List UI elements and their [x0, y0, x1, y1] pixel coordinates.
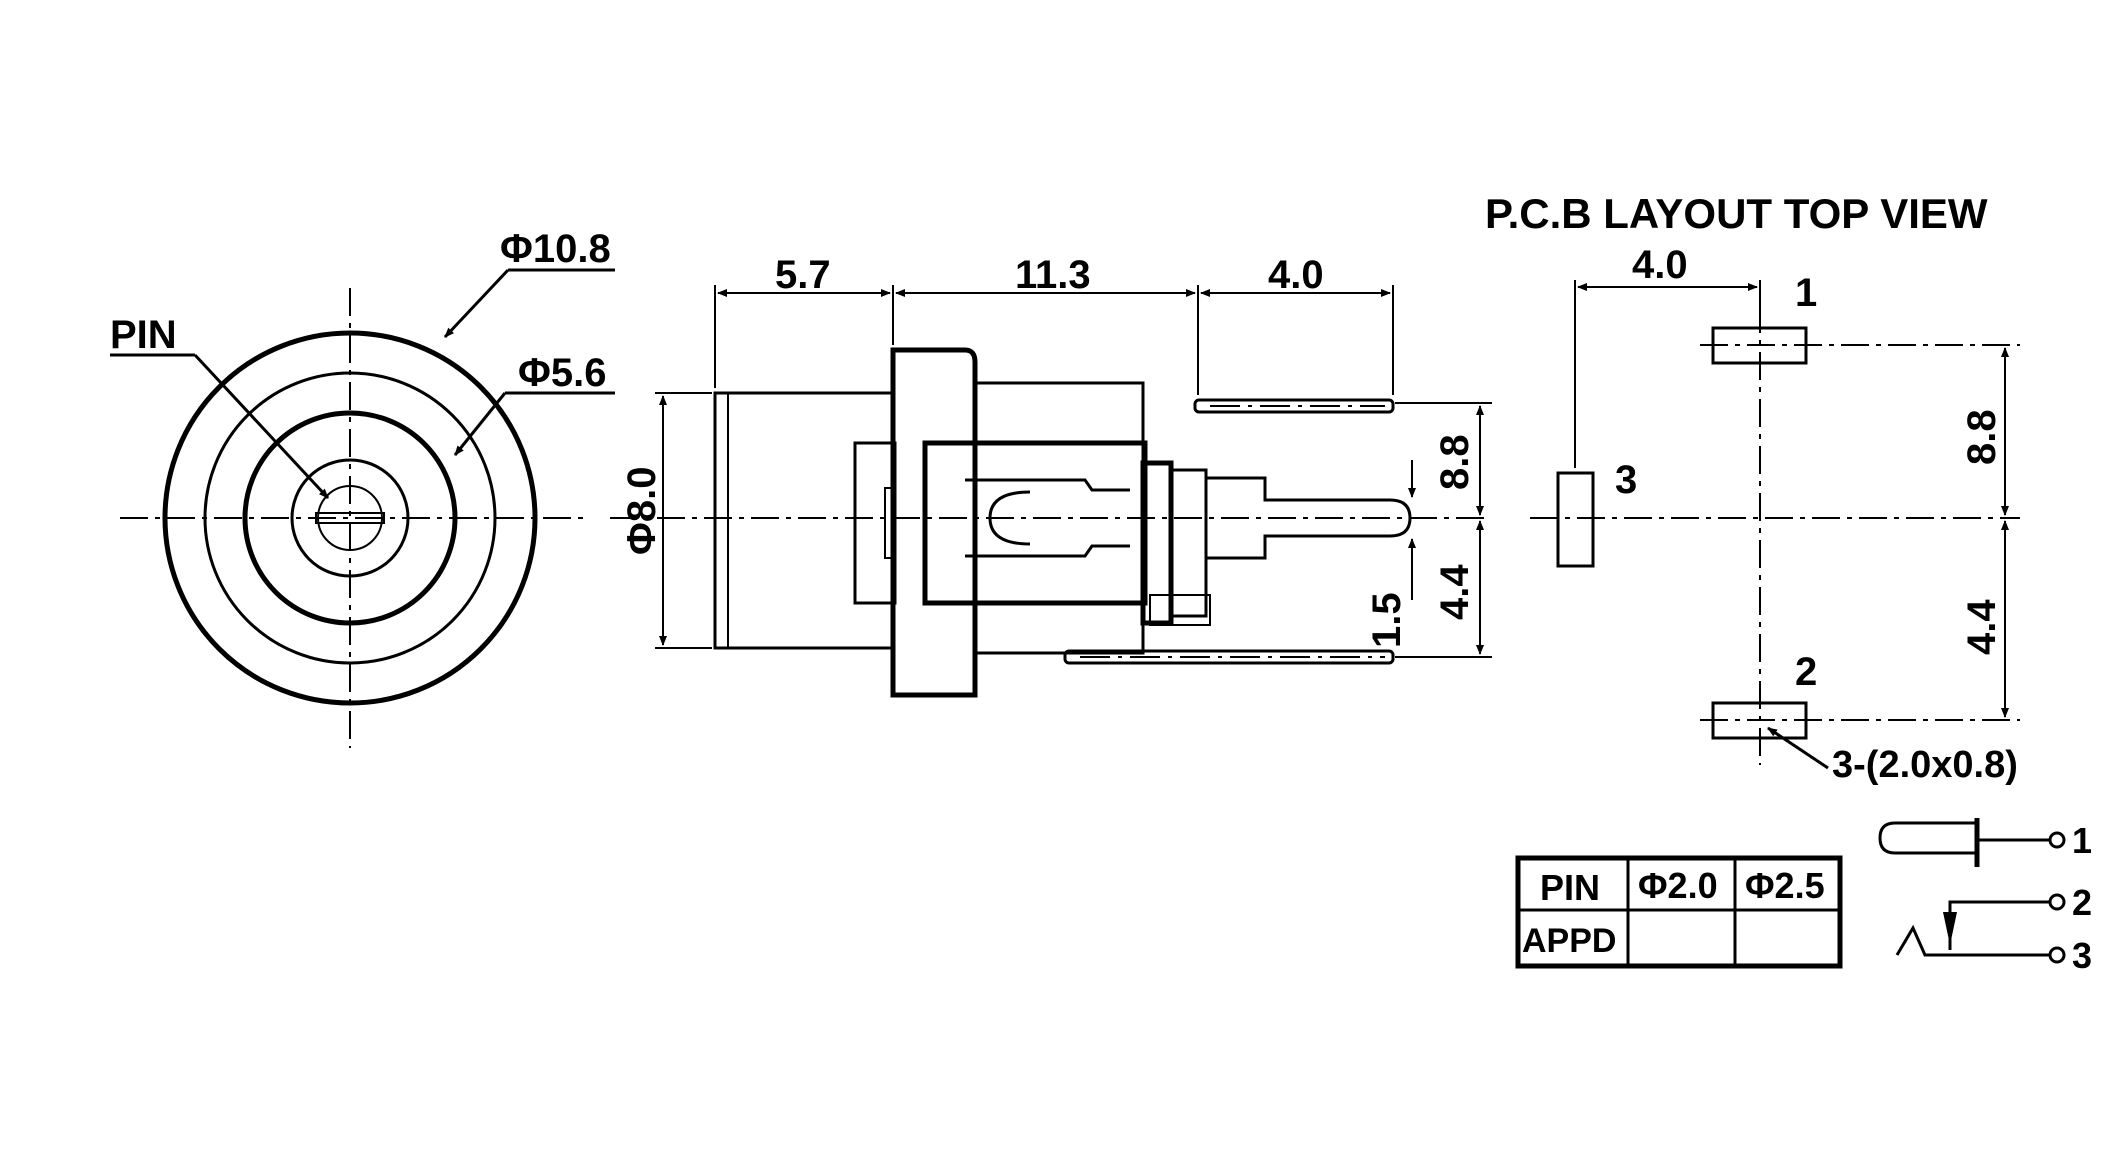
layout-dim-top-label: 4.0 — [1632, 243, 1688, 287]
collar-step — [1149, 594, 1211, 626]
dia-body-label: Φ8.0 — [620, 467, 664, 555]
socket-outer-circle — [242, 410, 458, 626]
side-view: 5.7 11.3 4.0 Φ8.0 8.8 4.4 1.5 — [610, 253, 1492, 698]
center-pin — [1206, 476, 1412, 560]
table-header-col1: Φ2.0 — [1638, 865, 1718, 906]
pin-nose — [988, 490, 1031, 546]
barrel-body — [713, 391, 895, 650]
rdim-lower-label: 4.4 — [1433, 564, 1477, 620]
pin-dim-label: 1.5 — [1365, 592, 1409, 648]
collar-ring-2 — [1169, 468, 1208, 618]
dim-label-b: 11.3 — [1015, 253, 1091, 297]
pin-table: PIN Φ2.0 Φ2.5 APPD — [1515, 855, 1843, 969]
table-header-col2: Φ2.5 — [1745, 865, 1825, 906]
sleeve-step — [884, 487, 896, 559]
outer-flange-circle — [162, 330, 538, 706]
schematic-label-1: 1 — [2072, 820, 2092, 861]
pad-3-label: 3 — [1615, 458, 1637, 502]
schematic-label-2: 2 — [2072, 882, 2092, 923]
schematic-label-3: 3 — [2072, 935, 2092, 976]
schematic-wire-3 — [1895, 924, 2050, 957]
schematic-pin — [1878, 821, 1975, 855]
pad-note-label: 3-(2.0x0.8) — [1832, 744, 2018, 786]
leader-inner-dia-diag — [453, 392, 507, 456]
layout-title: P.C.B LAYOUT TOP VIEW — [1485, 190, 1988, 237]
pad-3 — [1556, 471, 1595, 568]
schematic-terminal-1 — [2048, 831, 2066, 849]
pad-2-label: 2 — [1795, 650, 1817, 694]
socket-inner-circle — [290, 458, 410, 578]
pad-2 — [1711, 701, 1808, 740]
front-view: Φ10.8 Φ5.6 PIN — [110, 227, 615, 748]
sleeve-inset — [853, 441, 897, 605]
layout-dim-lower-label: 4.4 — [1960, 599, 2004, 655]
pad-1 — [1711, 326, 1808, 365]
table-row-label: APPD — [1522, 922, 1616, 960]
terminal-upper — [1193, 398, 1395, 414]
schematic-contact-arrow — [1943, 912, 1957, 945]
layout-dim-upper-label: 8.8 — [1960, 409, 2004, 465]
table-frame — [1515, 855, 1843, 969]
pad-1-label: 1 — [1795, 271, 1817, 315]
body-circle — [203, 371, 497, 665]
outer-dia-label: Φ10.8 — [500, 227, 611, 271]
pin-label: PIN — [110, 313, 177, 357]
pcb-layout-view: P.C.B LAYOUT TOP VIEW 4.0 8.8 4.4 1 2 3 … — [1485, 190, 2020, 786]
inner-sleeve — [922, 440, 1148, 606]
leader-outer-dia-diag — [443, 268, 510, 339]
pad-note-leader — [1767, 726, 1829, 770]
schematic-symbol: 1 2 3 — [1878, 818, 2092, 976]
rdim-upper-label: 8.8 — [1433, 434, 1477, 490]
dim-label-a: 5.7 — [775, 253, 831, 297]
pin-slot — [315, 512, 385, 524]
table-header-pin: PIN — [1540, 867, 1600, 908]
leader-pin-diag — [193, 353, 330, 500]
schematic-terminal-2 — [2048, 893, 2066, 911]
spring-contact — [965, 478, 1130, 558]
terminal-lower — [1063, 649, 1395, 665]
schematic-terminal-3 — [2048, 946, 2066, 964]
pin-circle — [317, 485, 383, 551]
inner-dia-label: Φ5.6 — [518, 351, 606, 395]
flange — [890, 347, 978, 698]
dim-label-c: 4.0 — [1268, 253, 1324, 297]
schematic-wire-2 — [1948, 900, 2050, 950]
